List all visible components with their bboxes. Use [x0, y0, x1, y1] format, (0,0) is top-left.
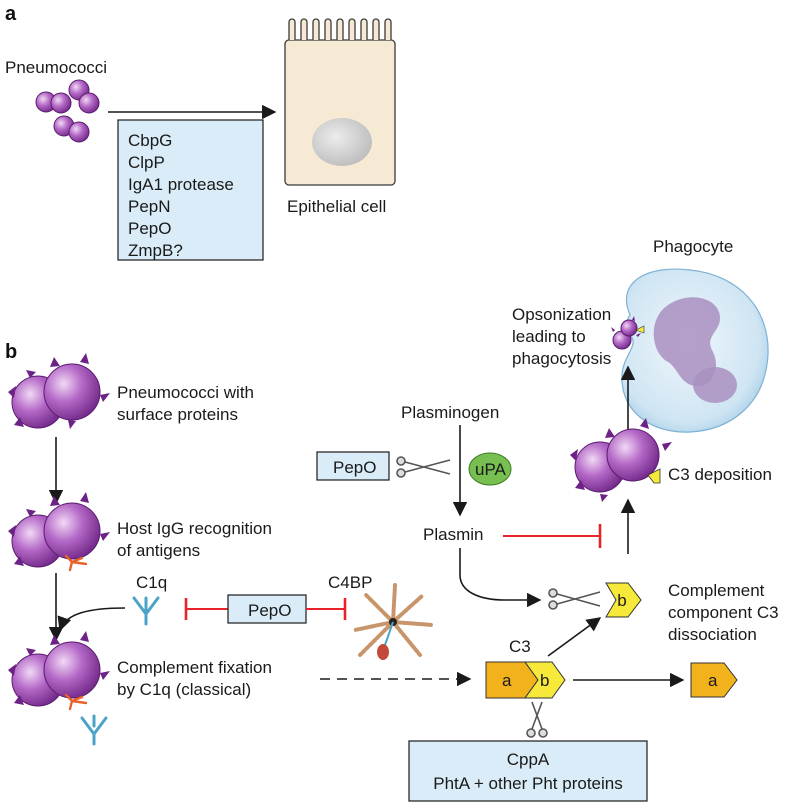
- pneumococci-b-line1: Pneumococci with: [117, 383, 254, 402]
- c3-part-b: b: [540, 671, 549, 690]
- phagocyte-label: Phagocyte: [653, 237, 733, 256]
- c1q-bound-icon: [80, 714, 108, 746]
- c3-molecule: [485, 661, 566, 699]
- igg-antibody: [64, 554, 88, 572]
- opsonization-line2: leading to: [512, 327, 586, 346]
- fixation-line2: by C1q (classical): [117, 680, 251, 699]
- pneumococci-cluster-a: [35, 79, 100, 143]
- scissors-icon: [396, 456, 451, 478]
- c3a-fragment-label: a: [708, 671, 718, 690]
- panel-a-label: a: [5, 3, 17, 25]
- protein-zmpb: ZmpB?: [128, 241, 183, 260]
- dissociation-line1: Complement: [668, 581, 765, 600]
- c3-deposition-label: C3 deposition: [668, 465, 772, 484]
- pepo-center-label: PepO: [248, 601, 291, 620]
- c3-part-a: a: [502, 671, 512, 690]
- c3-label: C3: [509, 637, 531, 656]
- arrow-c1q-to-fixation: [57, 607, 126, 632]
- scissors-icon-2: [548, 588, 601, 610]
- phagocyte-nucleus: [653, 297, 720, 387]
- pneumococci-b2: [8, 492, 110, 568]
- pneumococci-b-line2: surface proteins: [117, 405, 238, 424]
- opsonized-pneumococci: [611, 316, 645, 350]
- igg-line2: of antigens: [117, 541, 200, 560]
- cell-nucleus: [312, 118, 372, 166]
- scissors-icon-3: [526, 701, 548, 738]
- c3b-fragment: [605, 582, 642, 618]
- panel-b-label: b: [5, 341, 17, 363]
- protein-box-a: [117, 119, 264, 261]
- dissociation-line2: component C3: [668, 603, 779, 622]
- cppa-line2: PhtA + other Pht proteins: [433, 774, 622, 793]
- c3a-fragment: [690, 662, 738, 698]
- c3-deposited-pneumococci: [570, 418, 672, 502]
- c3b-fragment-label: b: [617, 591, 626, 610]
- protein-iga1-protease: IgA1 protease: [128, 175, 234, 194]
- cppa-box: [408, 740, 648, 802]
- plasminogen-label: Plasminogen: [401, 403, 499, 422]
- upa-icon: [468, 452, 512, 486]
- dissociation-line3: dissociation: [668, 625, 757, 644]
- fixation-line1: Complement fixation: [117, 658, 272, 677]
- epithelial-cell-label: Epithelial cell: [287, 197, 386, 216]
- opsonization-line3: phagocytosis: [512, 349, 611, 368]
- protein-clpp: ClpP: [128, 153, 165, 172]
- pneumococci-b1: [8, 353, 110, 429]
- c1q-icon: [132, 596, 160, 626]
- c4bp-icon: [353, 583, 434, 657]
- igg-line1: Host IgG recognition: [117, 519, 272, 538]
- protein-pepo: PepO: [128, 219, 171, 238]
- opsonization-line1: Opsonization: [512, 305, 611, 324]
- pneumococci-b3: [8, 631, 110, 707]
- cppa-line1: CppA: [507, 750, 550, 769]
- arrow-c3-to-b: [547, 617, 602, 657]
- c4bp-head: [377, 644, 389, 660]
- protein-cbpg: CbpG: [128, 131, 172, 150]
- arrow-plasmin-to-cleavage: [459, 548, 542, 608]
- phagocyte-cell: [621, 268, 769, 433]
- epithelial-cell: [284, 18, 396, 186]
- protein-pepn: PepN: [128, 197, 171, 216]
- c4bp-label: C4BP: [328, 573, 372, 592]
- plasmin-label: Plasmin: [423, 525, 483, 544]
- c1q-label: C1q: [136, 573, 167, 592]
- igg-antibody-2: [64, 693, 88, 711]
- upa-label: uPA: [475, 460, 507, 479]
- pepo-left-label: PepO: [333, 458, 376, 477]
- pneumococci-label: Pneumococci: [5, 58, 107, 77]
- pepo-box-left: [316, 451, 390, 481]
